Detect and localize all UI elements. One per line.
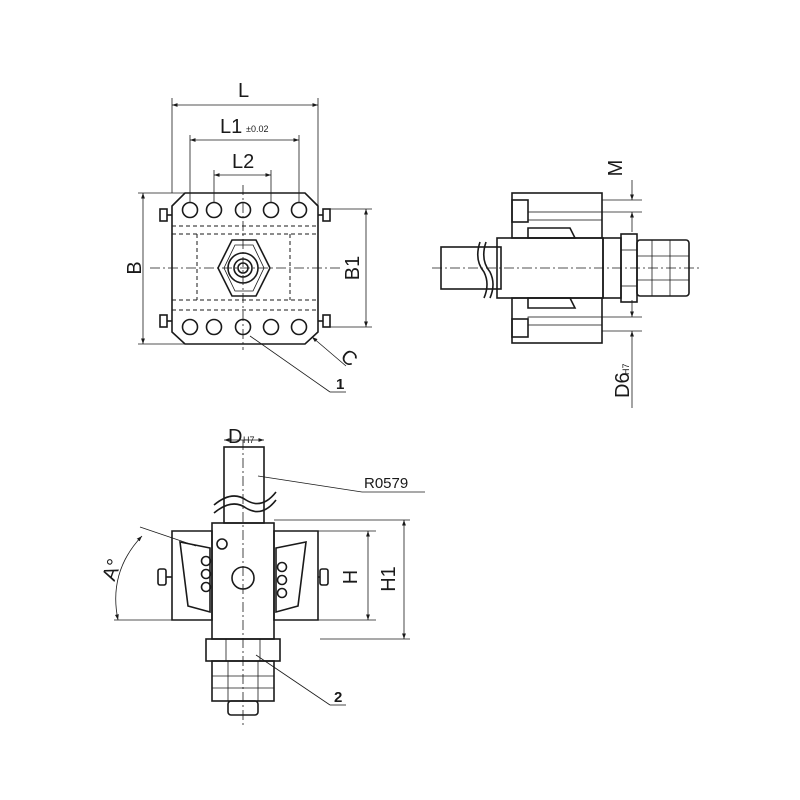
pin-left-bottom — [159, 314, 168, 328]
pin-right-bottom — [322, 314, 331, 328]
dim-C: C — [336, 345, 361, 371]
upper-hole-row — [181, 201, 308, 219]
dim-B: B — [124, 261, 146, 274]
dim-D6-tolerance: H7 — [621, 363, 631, 375]
dim-L: L — [238, 80, 249, 102]
dim-B1: B1 — [342, 256, 364, 280]
small-pin-hole — [216, 538, 228, 550]
dim-H: H — [340, 570, 362, 584]
dim-A: A° — [98, 556, 126, 584]
callout-2: 2 — [334, 689, 342, 706]
section-view: M D6 H7 — [432, 160, 700, 408]
dim-H1: H1 — [378, 566, 400, 592]
dim-L1-tolerance: ±0.02 — [246, 124, 268, 134]
right-jaw-holes — [276, 561, 288, 599]
dim-L1: L1 — [220, 116, 242, 138]
dim-L2: L2 — [232, 151, 254, 173]
top-body-outline — [171, 192, 319, 345]
dim-M: M — [605, 160, 627, 177]
lower-hole-row — [181, 318, 308, 336]
front-view: D H7 R0579 A° H H1 2 — [98, 426, 425, 725]
dim-D: D — [228, 426, 242, 448]
dim-D-tolerance: H7 — [243, 435, 255, 445]
pin-right-top — [322, 208, 331, 222]
pin-left-top — [159, 208, 168, 222]
callout-1: 1 — [336, 376, 344, 393]
top-view: L L1 ±0.02 L2 B B1 C 1 — [124, 80, 372, 393]
left-jaw-holes — [200, 555, 212, 593]
part-number: R0579 — [364, 475, 408, 492]
dim-D6: D6 — [612, 372, 634, 398]
